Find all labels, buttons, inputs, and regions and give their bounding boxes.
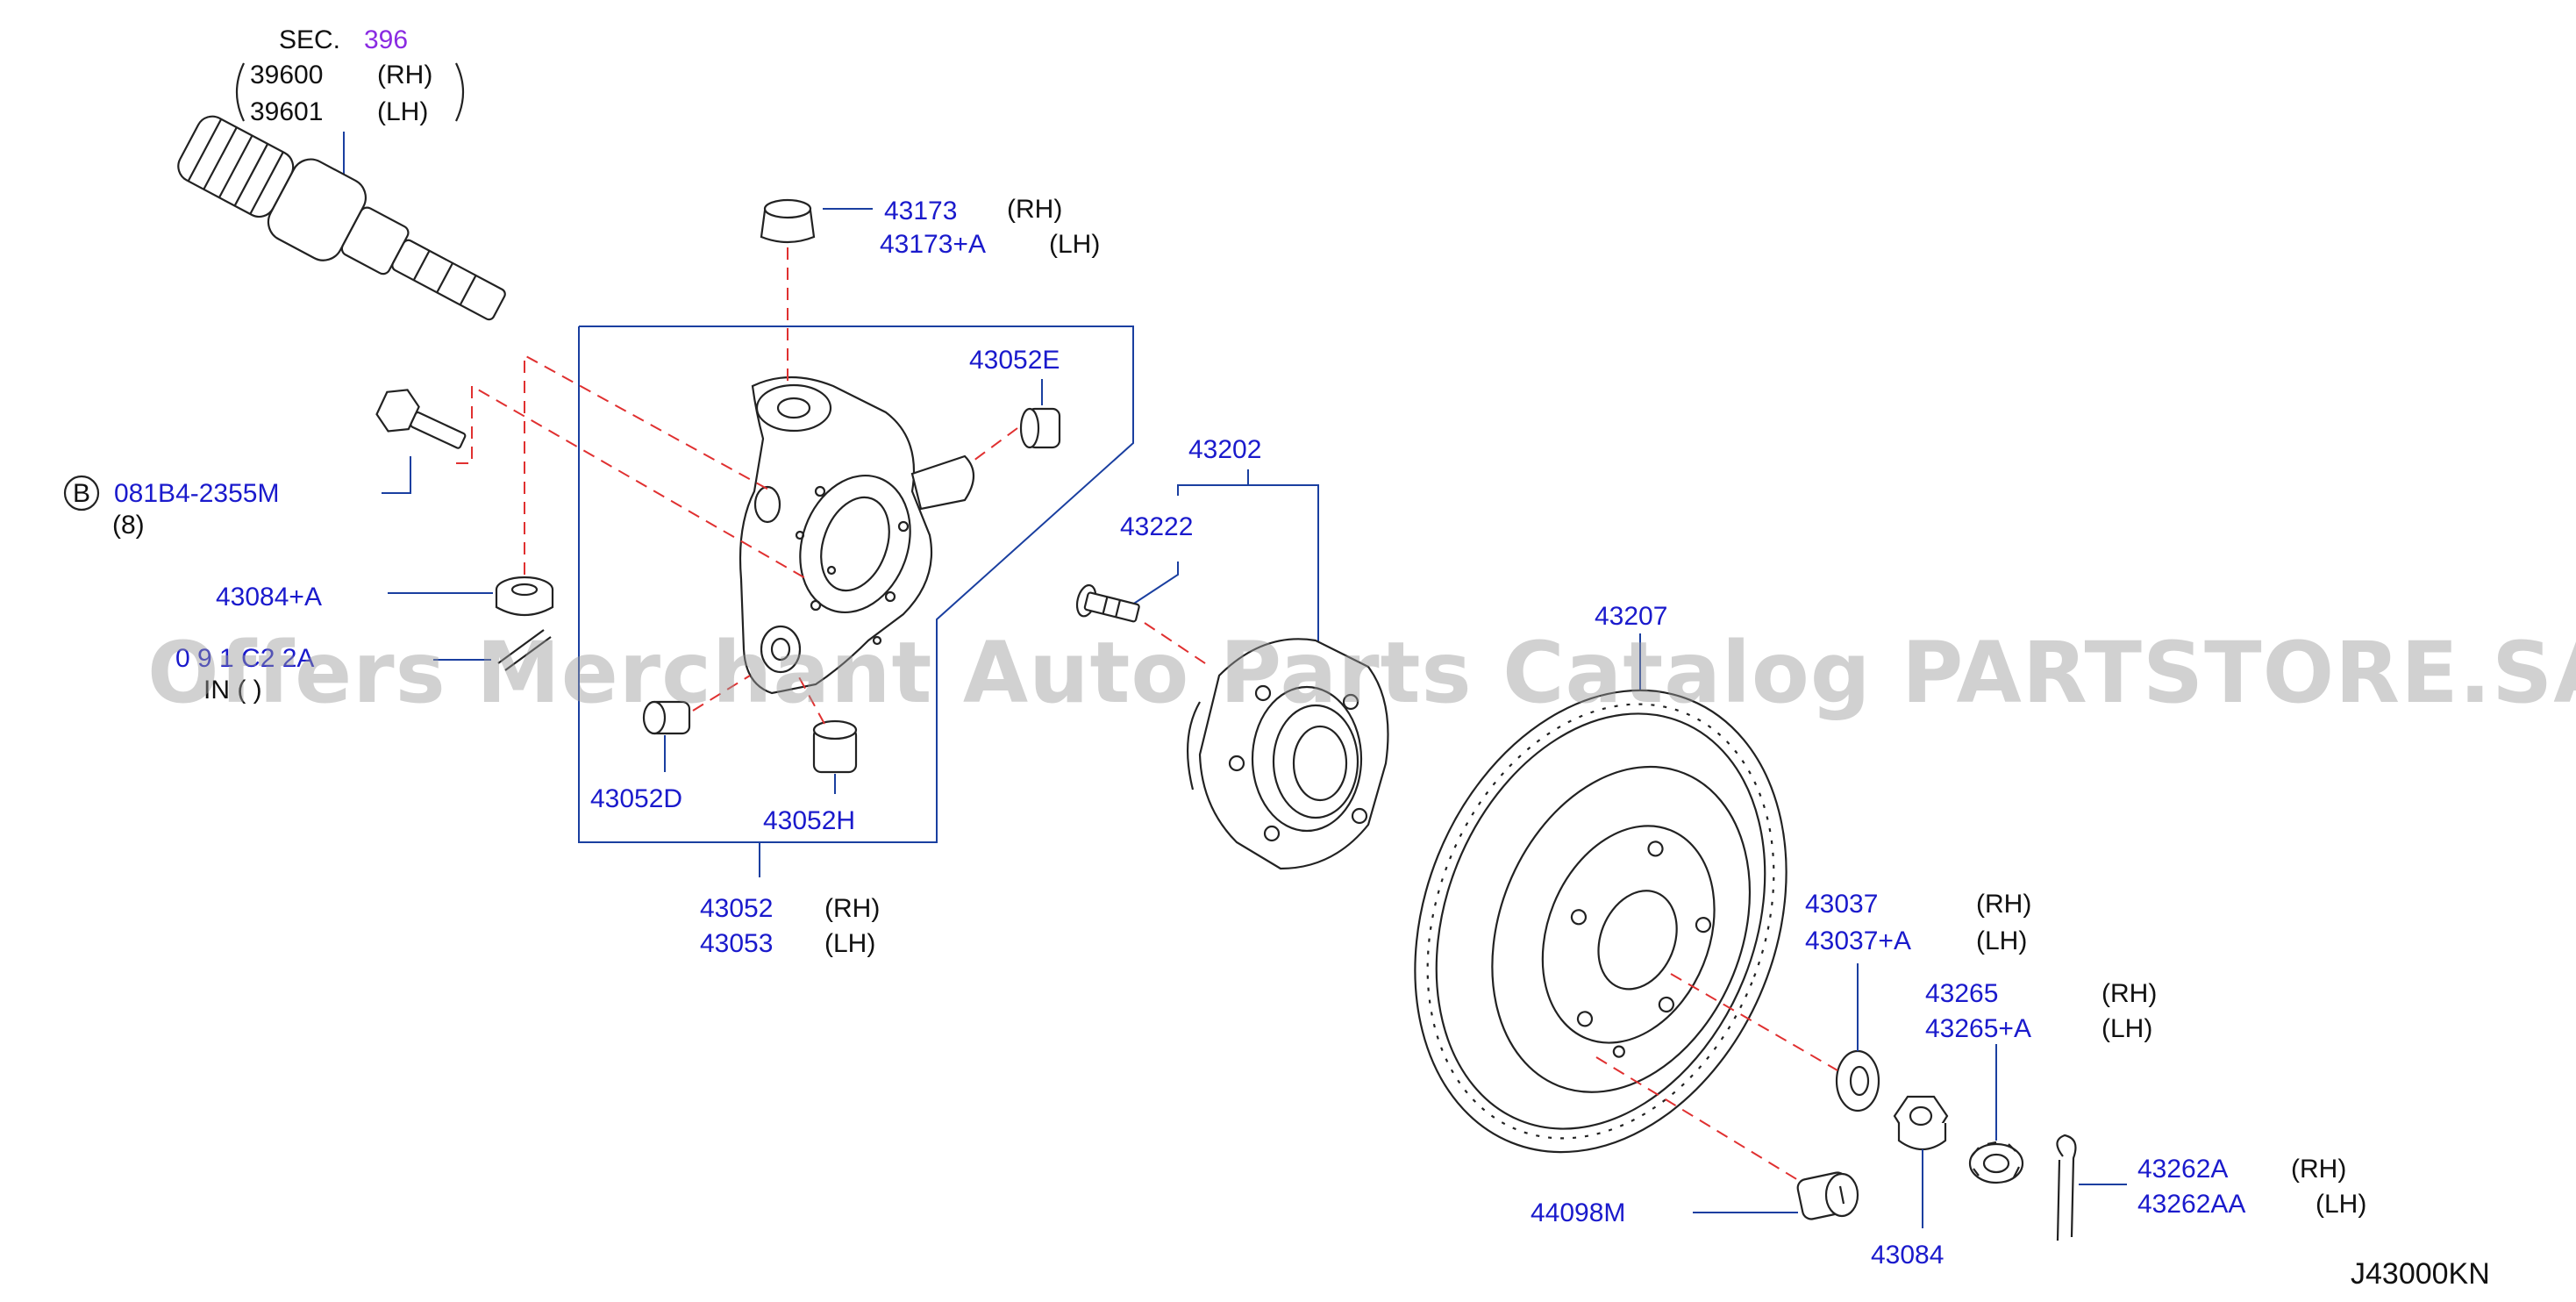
side-43262A: (RH) [2291, 1155, 2346, 1184]
hub-bolt-drawing [1075, 583, 1140, 623]
side-43262AA: (LH) [2316, 1190, 2366, 1219]
nut-43084a-drawing [495, 576, 554, 616]
watermark-text: Offers Merchant Auto Parts Catalog PARTS… [147, 624, 2576, 722]
knuckle-lower-eye [753, 485, 781, 524]
part-43052h[interactable]: 43052H [763, 806, 855, 835]
leader-081B4-2355M [382, 456, 411, 494]
bushing-43052h-drawing [812, 719, 858, 774]
plug-drawing [1796, 1171, 1859, 1220]
section-side-lh: (LH) [377, 97, 428, 126]
part-43173a[interactable]: 43173+A [880, 230, 986, 259]
section-bracket-left [235, 62, 245, 122]
side-43265a: (LH) [2101, 1014, 2152, 1043]
cap-drawing [1968, 1141, 2024, 1184]
section-part-lh[interactable]: 39601 [250, 97, 323, 126]
qty-081B4-2355M: (8) [112, 511, 145, 540]
part-43262A[interactable]: 43262A [2137, 1155, 2228, 1184]
section-bracket-right [455, 62, 465, 122]
dash-43052h [797, 675, 825, 725]
dash-washer [1670, 973, 1838, 1071]
dash-43222 [1144, 622, 1211, 668]
section-part-rh[interactable]: 39600 [250, 61, 323, 89]
bushing-43052e-drawing [1019, 407, 1061, 449]
hub-nut-drawing [1893, 1095, 1949, 1151]
section-reference: SEC. 396 39600 (RH) 39601 (LH) [235, 25, 465, 209]
rotor-center-bore [1597, 890, 1678, 991]
diagram-code: J43000KN [2351, 1257, 2490, 1291]
side-43173a: (LH) [1049, 230, 1100, 259]
pin-drawing [497, 629, 552, 671]
side-43052: (RH) [824, 894, 880, 923]
part-43262AA[interactable]: 43262AA [2137, 1190, 2245, 1219]
drive-shaft-drawing [177, 115, 506, 321]
part-43265[interactable]: 43265 [1925, 979, 1998, 1008]
marker-b-letter: B [73, 479, 90, 508]
part-43037[interactable]: 43037 [1805, 890, 1878, 919]
part-43265a[interactable]: 43265+A [1925, 1014, 2031, 1043]
part-43037a[interactable]: 43037+A [1805, 926, 1911, 955]
part-pin-partial[interactable]: 0 9 1 C2 2A [175, 644, 314, 673]
side-43173: (RH) [1007, 195, 1062, 224]
dash-081B4 [456, 384, 808, 580]
section-ref-link[interactable]: 396 [364, 25, 408, 54]
leader-43222 [1124, 562, 1179, 611]
cotter-pin-drawing [2056, 1134, 2077, 1241]
part-43084a[interactable]: 43084+A [216, 583, 322, 612]
part-43052[interactable]: 43052 [700, 894, 773, 923]
part-43222[interactable]: 43222 [1120, 512, 1193, 541]
knuckle-drawing [739, 376, 975, 695]
qty-pin-partial: IN ( ) [203, 676, 262, 705]
side-43265: (RH) [2101, 979, 2157, 1008]
knuckle-group-box [578, 326, 1134, 843]
side-43037a: (LH) [1976, 926, 2027, 955]
part-43052d[interactable]: 43052D [590, 784, 682, 813]
rotor-drawing [1414, 689, 1788, 1154]
part-43207[interactable]: 43207 [1595, 602, 1667, 631]
part-081B4-2355M[interactable]: 081B4-2355M [114, 479, 279, 508]
knuckle-upper-eye [755, 383, 832, 433]
section-side-rh: (RH) [377, 61, 432, 89]
knuckle-bolt-drawing [375, 389, 467, 449]
part-43052e[interactable]: 43052E [969, 346, 1060, 375]
knuckle-bearing-bore [799, 474, 911, 614]
part-43084[interactable]: 43084 [1871, 1241, 1944, 1270]
side-43053: (LH) [824, 929, 875, 958]
part-43202[interactable]: 43202 [1188, 435, 1261, 464]
dash-43052d [692, 675, 751, 712]
part-44098M[interactable]: 44098M [1531, 1198, 1625, 1227]
bushing-43052d-drawing [642, 700, 691, 735]
part-43053[interactable]: 43053 [700, 929, 773, 958]
dash-43052e [973, 427, 1018, 461]
section-label: SEC. [279, 25, 340, 54]
hub-assembly-drawing [1187, 638, 1389, 870]
side-43037: (RH) [1976, 890, 2031, 919]
marker-b-circle [63, 475, 100, 512]
shaft-spline [391, 239, 506, 321]
dash-43084a [524, 354, 773, 575]
part-43173[interactable]: 43173 [884, 197, 957, 225]
bushing-43173-drawing [760, 198, 816, 244]
washer-drawing [1835, 1049, 1880, 1112]
knuckle-arm-right [910, 454, 975, 511]
